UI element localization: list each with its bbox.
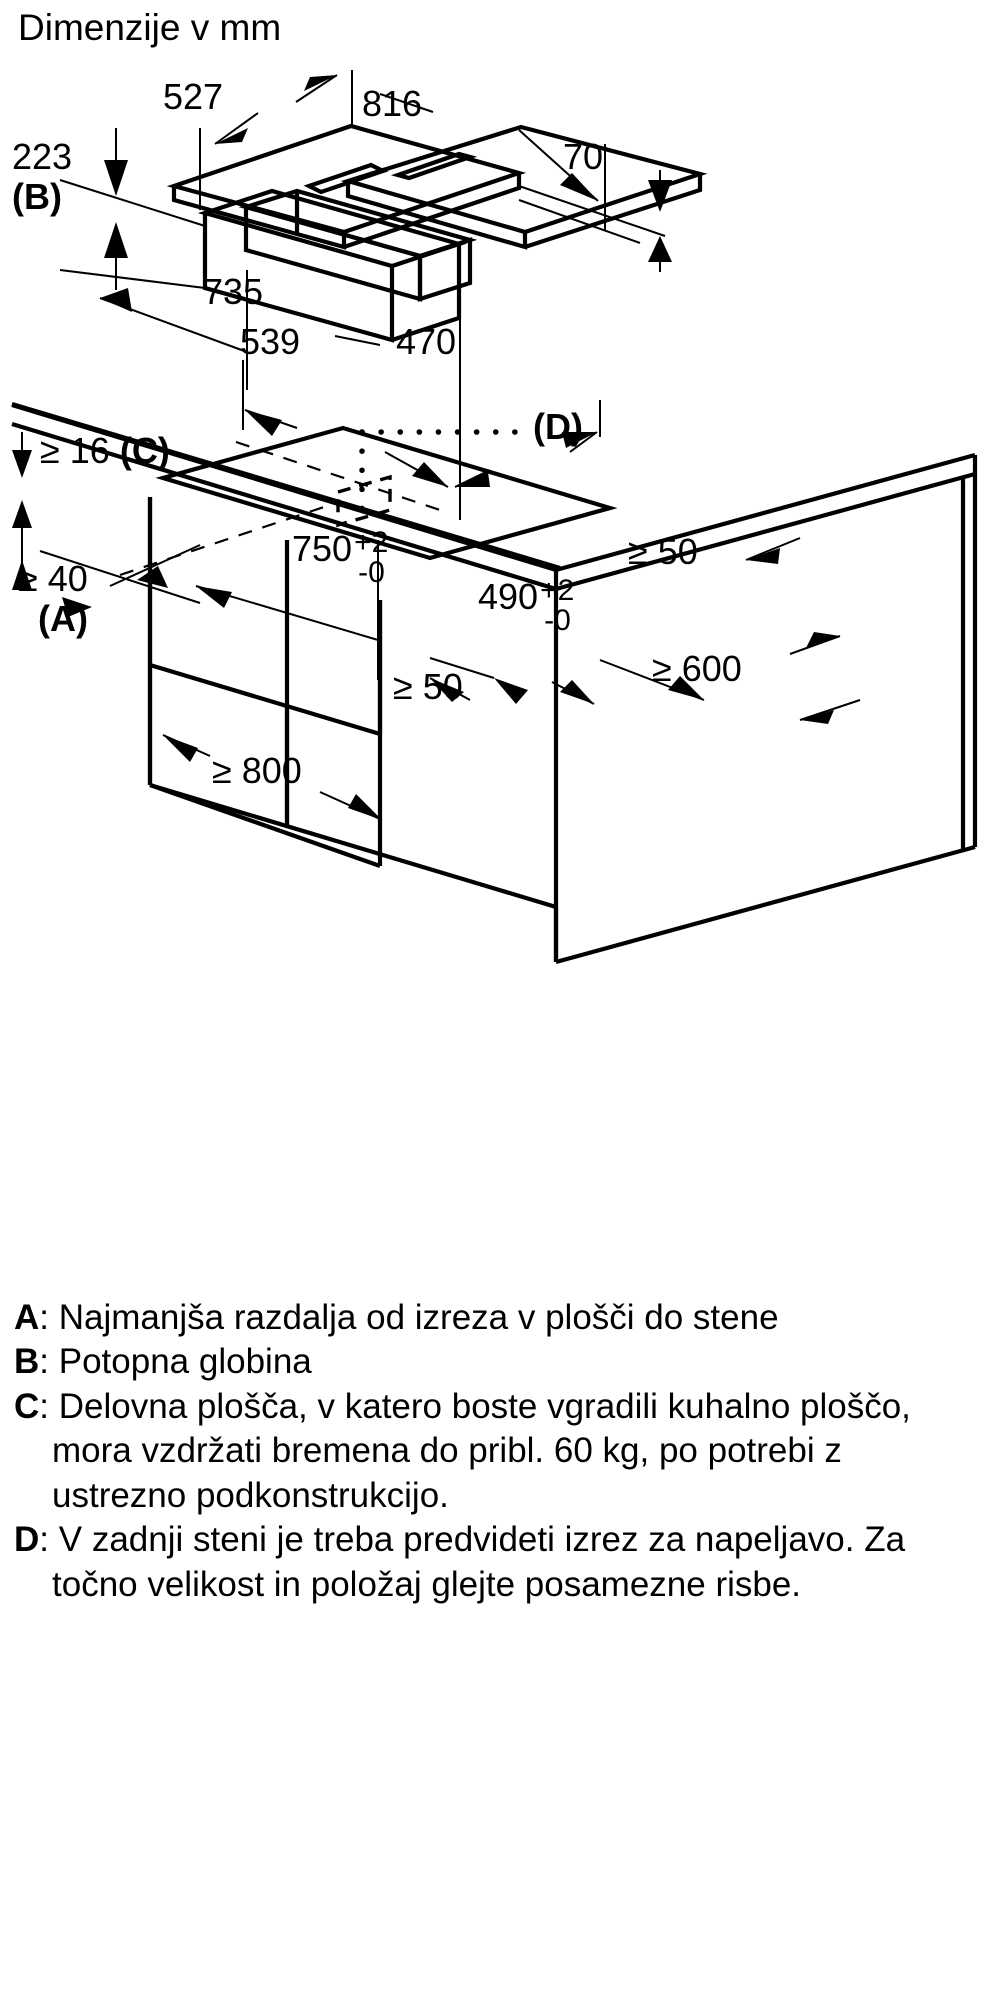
dim-label-600: ≥ 600	[652, 648, 742, 689]
cabinet-body	[147, 474, 978, 965]
legend-sep-c: :	[39, 1386, 50, 1426]
dim-16-value: ≥ 16	[40, 430, 110, 471]
dim-label-750: 750+2-0	[292, 527, 388, 588]
alignment-dashed-line	[119, 440, 441, 577]
dim-70	[518, 170, 672, 272]
dim-label-539: 539	[240, 321, 301, 362]
dim-label-70: 70	[563, 136, 604, 177]
dim-label-735: 735	[203, 271, 264, 312]
legend-row-d: D: V zadnji steni je treba predvideti iz…	[14, 1518, 974, 1607]
dim-label-816: 816	[362, 83, 423, 124]
dim-750	[195, 540, 528, 704]
worktop	[11, 402, 978, 592]
legend-sep-a: :	[39, 1298, 50, 1337]
hob-figure	[166, 123, 527, 343]
dim-750-value: 750	[292, 528, 353, 569]
legend-row-c: C: Delovna plošča, v katero boste vgradi…	[14, 1385, 974, 1518]
dim-label-40A: ≥ 40	[18, 558, 88, 599]
dim-40A	[12, 544, 201, 617]
legend-sep-b: :	[39, 1342, 50, 1382]
dim-label-40A-ref: (A)	[38, 598, 88, 639]
dim-label-16C: ≥ 16 (C)	[40, 432, 170, 469]
dim-16-ref: (C)	[119, 430, 170, 471]
dim-750-tol-dn: -0	[358, 556, 385, 589]
dim-750-tol-up: +2	[354, 526, 389, 559]
dim-label-490: 490+2-0	[478, 575, 574, 636]
dim-label-527: 527	[163, 76, 224, 117]
dim-label-50-mid: ≥ 50	[393, 666, 463, 707]
legend-text-d: V zadnji steni je treba predvideti izrez…	[52, 1520, 906, 1604]
hob-appliance-outline	[238, 124, 708, 302]
dim-label-470: 470	[396, 321, 457, 362]
dim-223	[59, 128, 206, 290]
page-title: Dimenzije v mm	[18, 7, 282, 48]
dim-label-800: ≥ 800	[212, 750, 302, 791]
dim-539	[242, 360, 461, 520]
legend-sep-d: :	[39, 1520, 50, 1560]
dim-label-223-ref: (B)	[12, 176, 62, 217]
hob-geometry	[176, 104, 525, 188]
dim-800	[162, 734, 383, 821]
dim-490-tol-dn: -0	[544, 604, 571, 637]
legend-key-d: D	[14, 1520, 40, 1560]
legend-row-b: B: Potopna globina	[14, 1340, 974, 1384]
dim-490-tol-up: +2	[540, 574, 575, 607]
dim-16C	[12, 432, 32, 545]
technical-drawing-svg	[11, 70, 978, 965]
legend-text-a: Najmanjša razdalja od izreza v plošči do…	[58, 1298, 779, 1337]
dim-50-right	[745, 537, 801, 564]
dim-50-mid	[429, 677, 471, 702]
dim-600	[789, 632, 861, 724]
legend-key-c: C	[14, 1386, 40, 1426]
legend-text-b: Potopna globina	[58, 1342, 312, 1382]
dim-470	[454, 400, 601, 488]
legend-list: A: Najmanjša razdalja od izreza v plošči…	[14, 1296, 974, 1607]
dim-label-50-right: ≥ 50	[628, 531, 698, 572]
dim-label-223: 223	[12, 136, 73, 177]
legend-key-a: A	[14, 1298, 40, 1337]
back-wall-cutout-dotted	[336, 429, 533, 528]
dim-label-D-ref: (D)	[533, 406, 583, 447]
dim-735	[99, 270, 461, 400]
dim-527	[199, 70, 353, 210]
legend-text-c: Delovna plošča, v katero boste vgradili …	[52, 1386, 911, 1515]
dim-490-value: 490	[478, 576, 539, 617]
legend-key-b: B	[14, 1342, 40, 1382]
legend-row-a: A: Najmanjša razdalja od izreza v plošči…	[14, 1296, 974, 1340]
dim-490	[551, 659, 705, 705]
